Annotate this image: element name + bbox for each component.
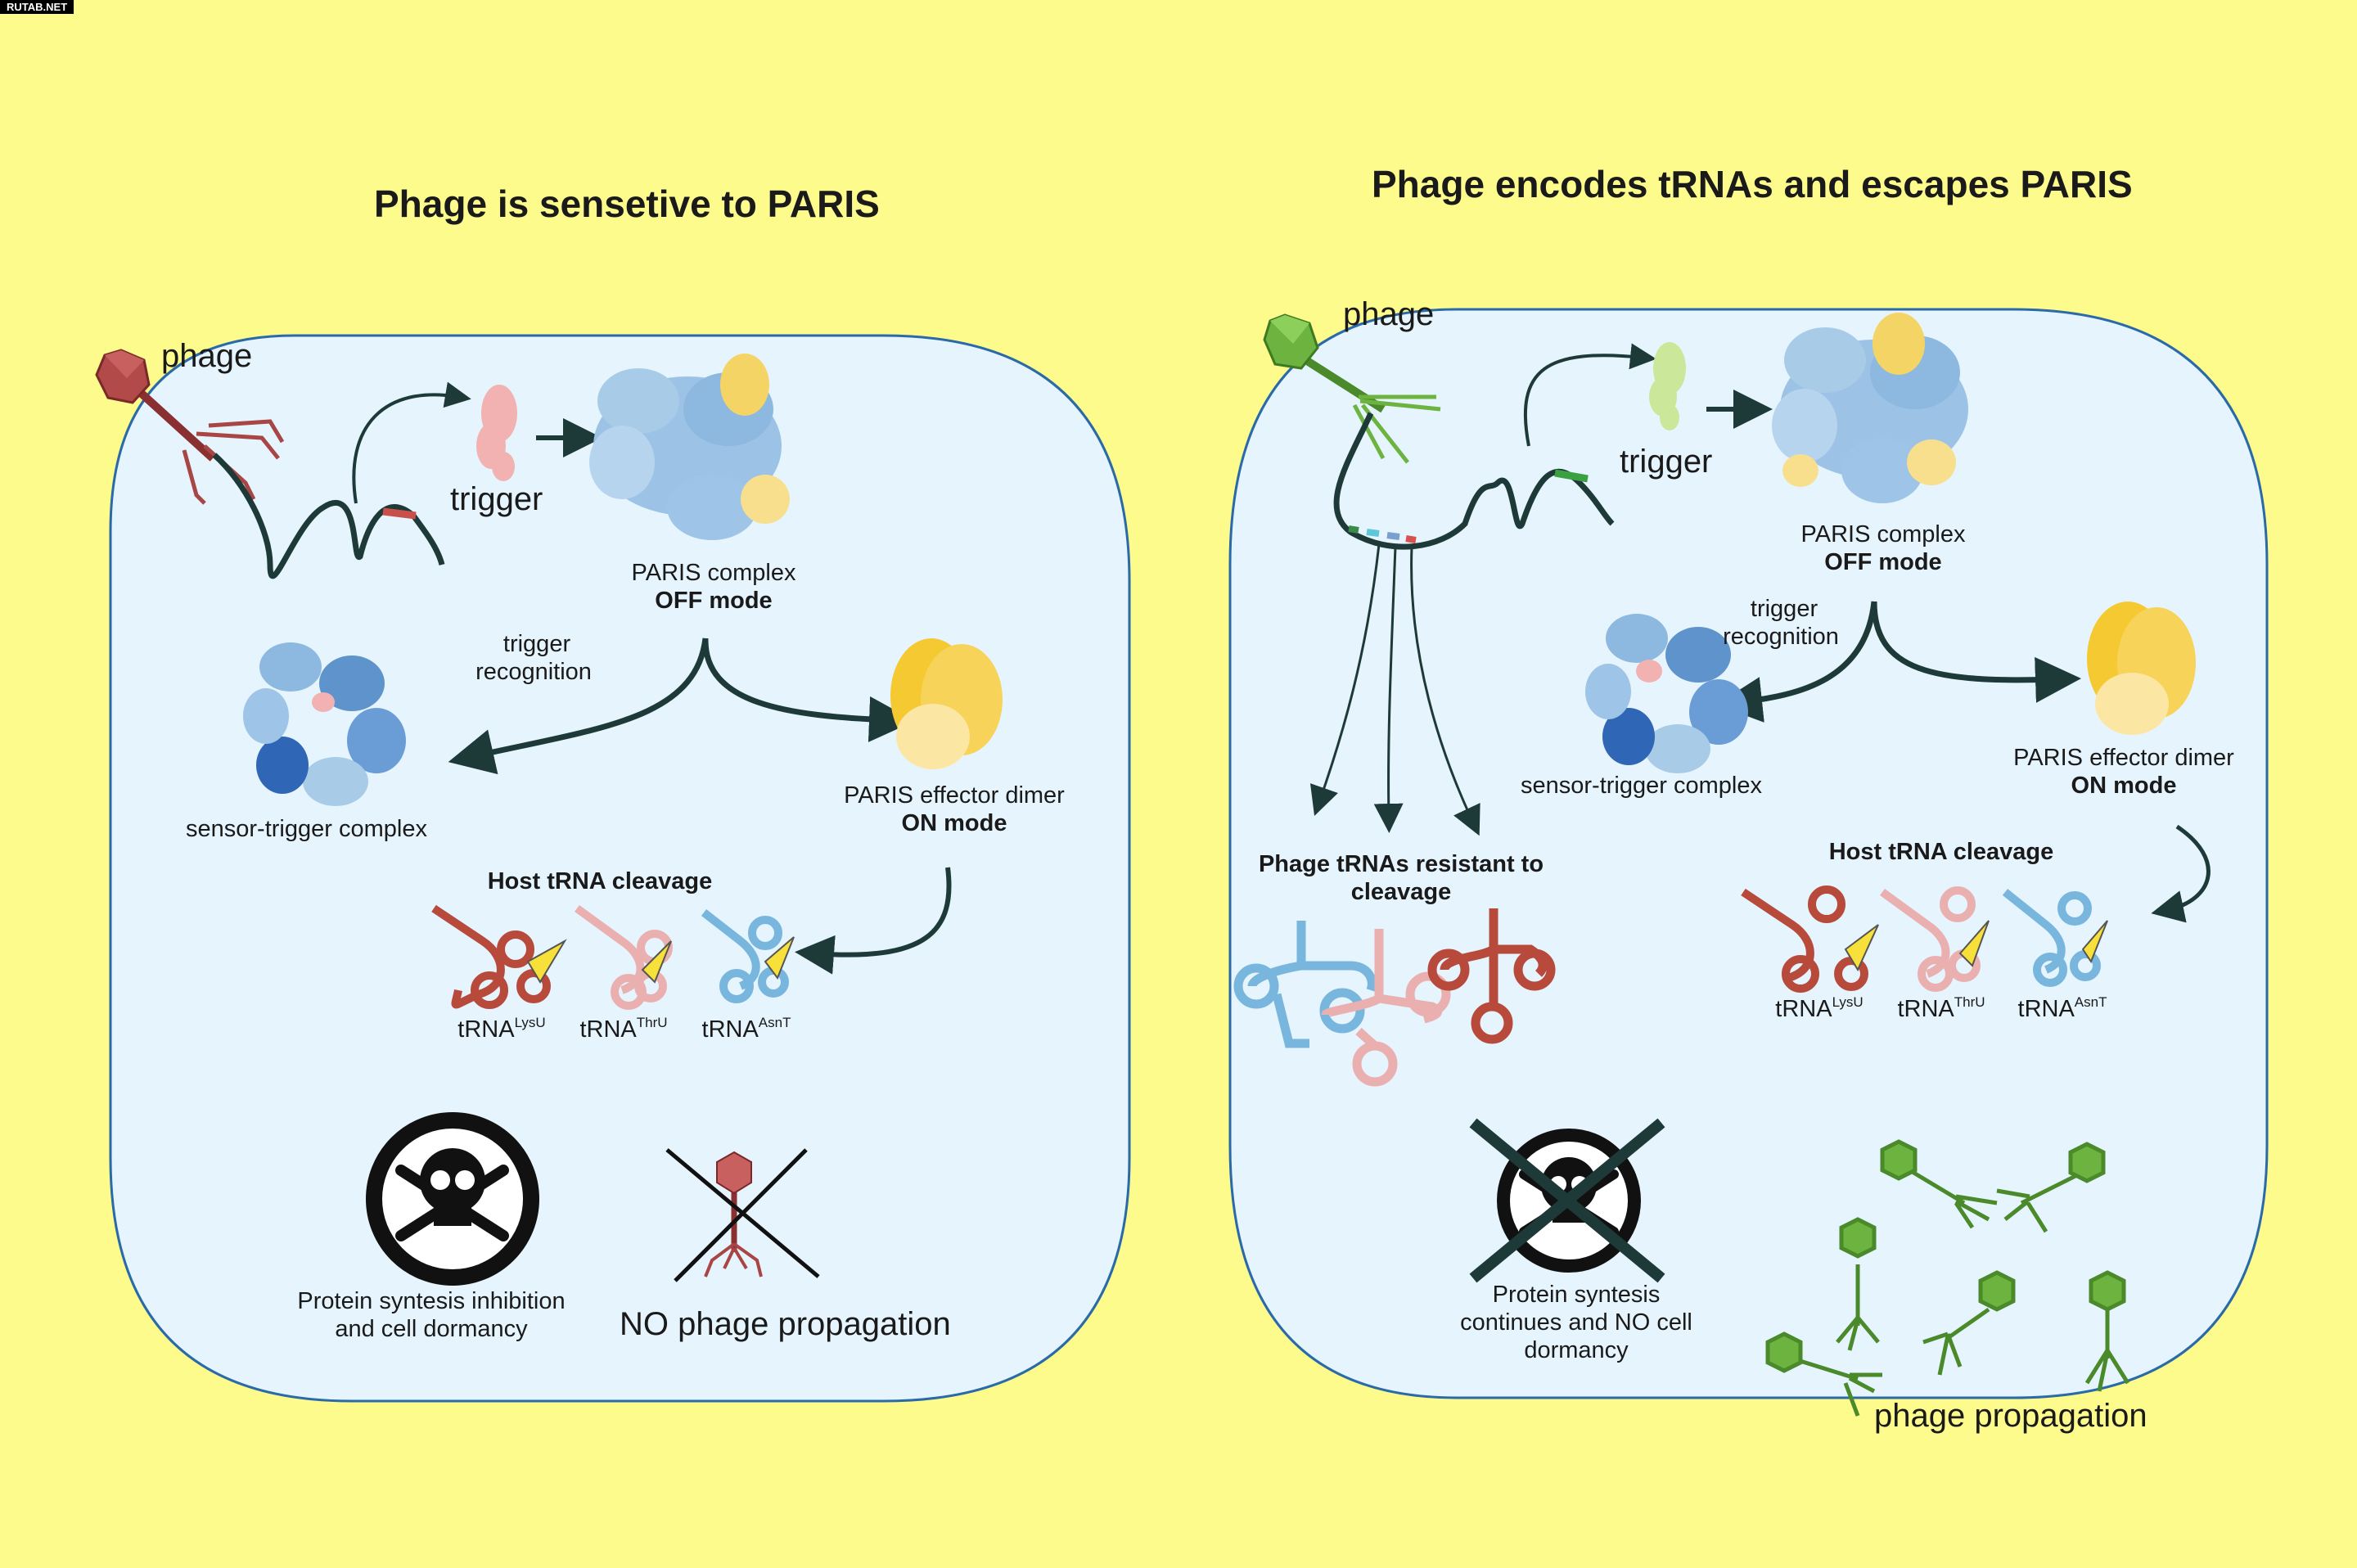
right-complex-mode: OFF mode [1824,549,1942,575]
watermark: RUTAB.NET [0,0,74,14]
crossed-skull-icon [1469,1118,1665,1283]
left-cleavage-label: Host tRNA cleavage [487,868,713,894]
right-phage-label: phage [1343,296,1435,332]
right-recognition-label-1: trigger [1750,596,1818,622]
right-phage-icon [1263,313,1441,464]
right-sensor-label: sensor-trigger complex [1521,773,1762,799]
right-effector-dimer [2087,602,2196,735]
left-effector-label: PARIS effector dimer [844,782,1065,809]
left-paris-complex [589,354,790,540]
right-trna-asnt-label: tRNAAsnT [2017,994,2107,1022]
right-trigger-protein [1649,342,1686,430]
right-recognition-label-2: recognition [1723,624,1839,650]
left-phage-icon [95,349,285,505]
left-recognition-label-1: trigger [502,631,571,657]
left-outcome-2: NO phage propagation [620,1306,951,1342]
left-trigger-label: trigger [450,481,543,517]
right-panel-title: Phage encodes tRNAs and escapes PARIS [1372,163,2133,205]
left-trigger-protein [476,385,517,481]
left-trna-lysu [431,904,551,1009]
right-cleavage-label: Host tRNA cleavage [1828,839,2054,865]
right-trna-lysu-label: tRNALysU [1775,994,1864,1022]
left-trna-lysu-label: tRNALysU [457,1015,546,1043]
left-complex-mode: OFF mode [655,588,773,614]
crossed-phage-icon [665,1148,820,1282]
left-trna-thru-label: tRNAThrU [579,1015,668,1043]
left-sensor-label: sensor-trigger complex [186,816,427,842]
right-outcome-2: phage propagation [1874,1398,2147,1434]
left-phage-label: phage [161,338,253,374]
right-outcome-1-line-2: continues and NO cell [1460,1309,1692,1336]
left-effector-mode: ON mode [901,810,1007,836]
left-outcome-1-line-2: and cell dormancy [335,1316,528,1342]
propagating-phages-icon [1765,1139,2130,1417]
left-sensor-trigger-complex [243,642,406,806]
right-cell [1228,308,2269,1399]
right-effector-label: PARIS effector dimer [2013,745,2234,771]
phage-trnas-resistant-icon [1233,908,1556,1087]
right-outcome-1-line-3: dormancy [1524,1337,1629,1363]
left-panel-title: Phage is sensetive to PARIS [374,182,880,225]
right-outcome-1-line-1: Protein syntesis [1492,1282,1661,1308]
left-outcome-1-line-1: Protein syntesis inhibition [297,1288,566,1314]
right-phage-trna-label-1: Phage tRNAs resistant to [1258,851,1544,877]
left-cell [109,334,1131,1403]
left-trna-asnt [701,909,789,1003]
right-sensor-trigger-complex [1585,614,1748,773]
right-phage-trna-label-2: cleavage [1350,879,1452,905]
right-trigger-label: trigger [1620,444,1713,480]
right-effector-mode: ON mode [2071,773,2177,799]
right-complex-label: PARIS complex [1800,521,1966,547]
left-effector-dimer [890,638,1003,769]
left-complex-label: PARIS complex [631,560,796,586]
skull-crossbones-icon [366,1112,539,1286]
left-trna-asnt-label: tRNAAsnT [701,1015,791,1043]
right-trna-thru-label: tRNAThrU [1897,994,1985,1022]
right-trna-lysu [1741,885,1868,993]
right-paris-complex [1772,313,1968,503]
left-recognition-label-2: recognition [475,659,592,685]
